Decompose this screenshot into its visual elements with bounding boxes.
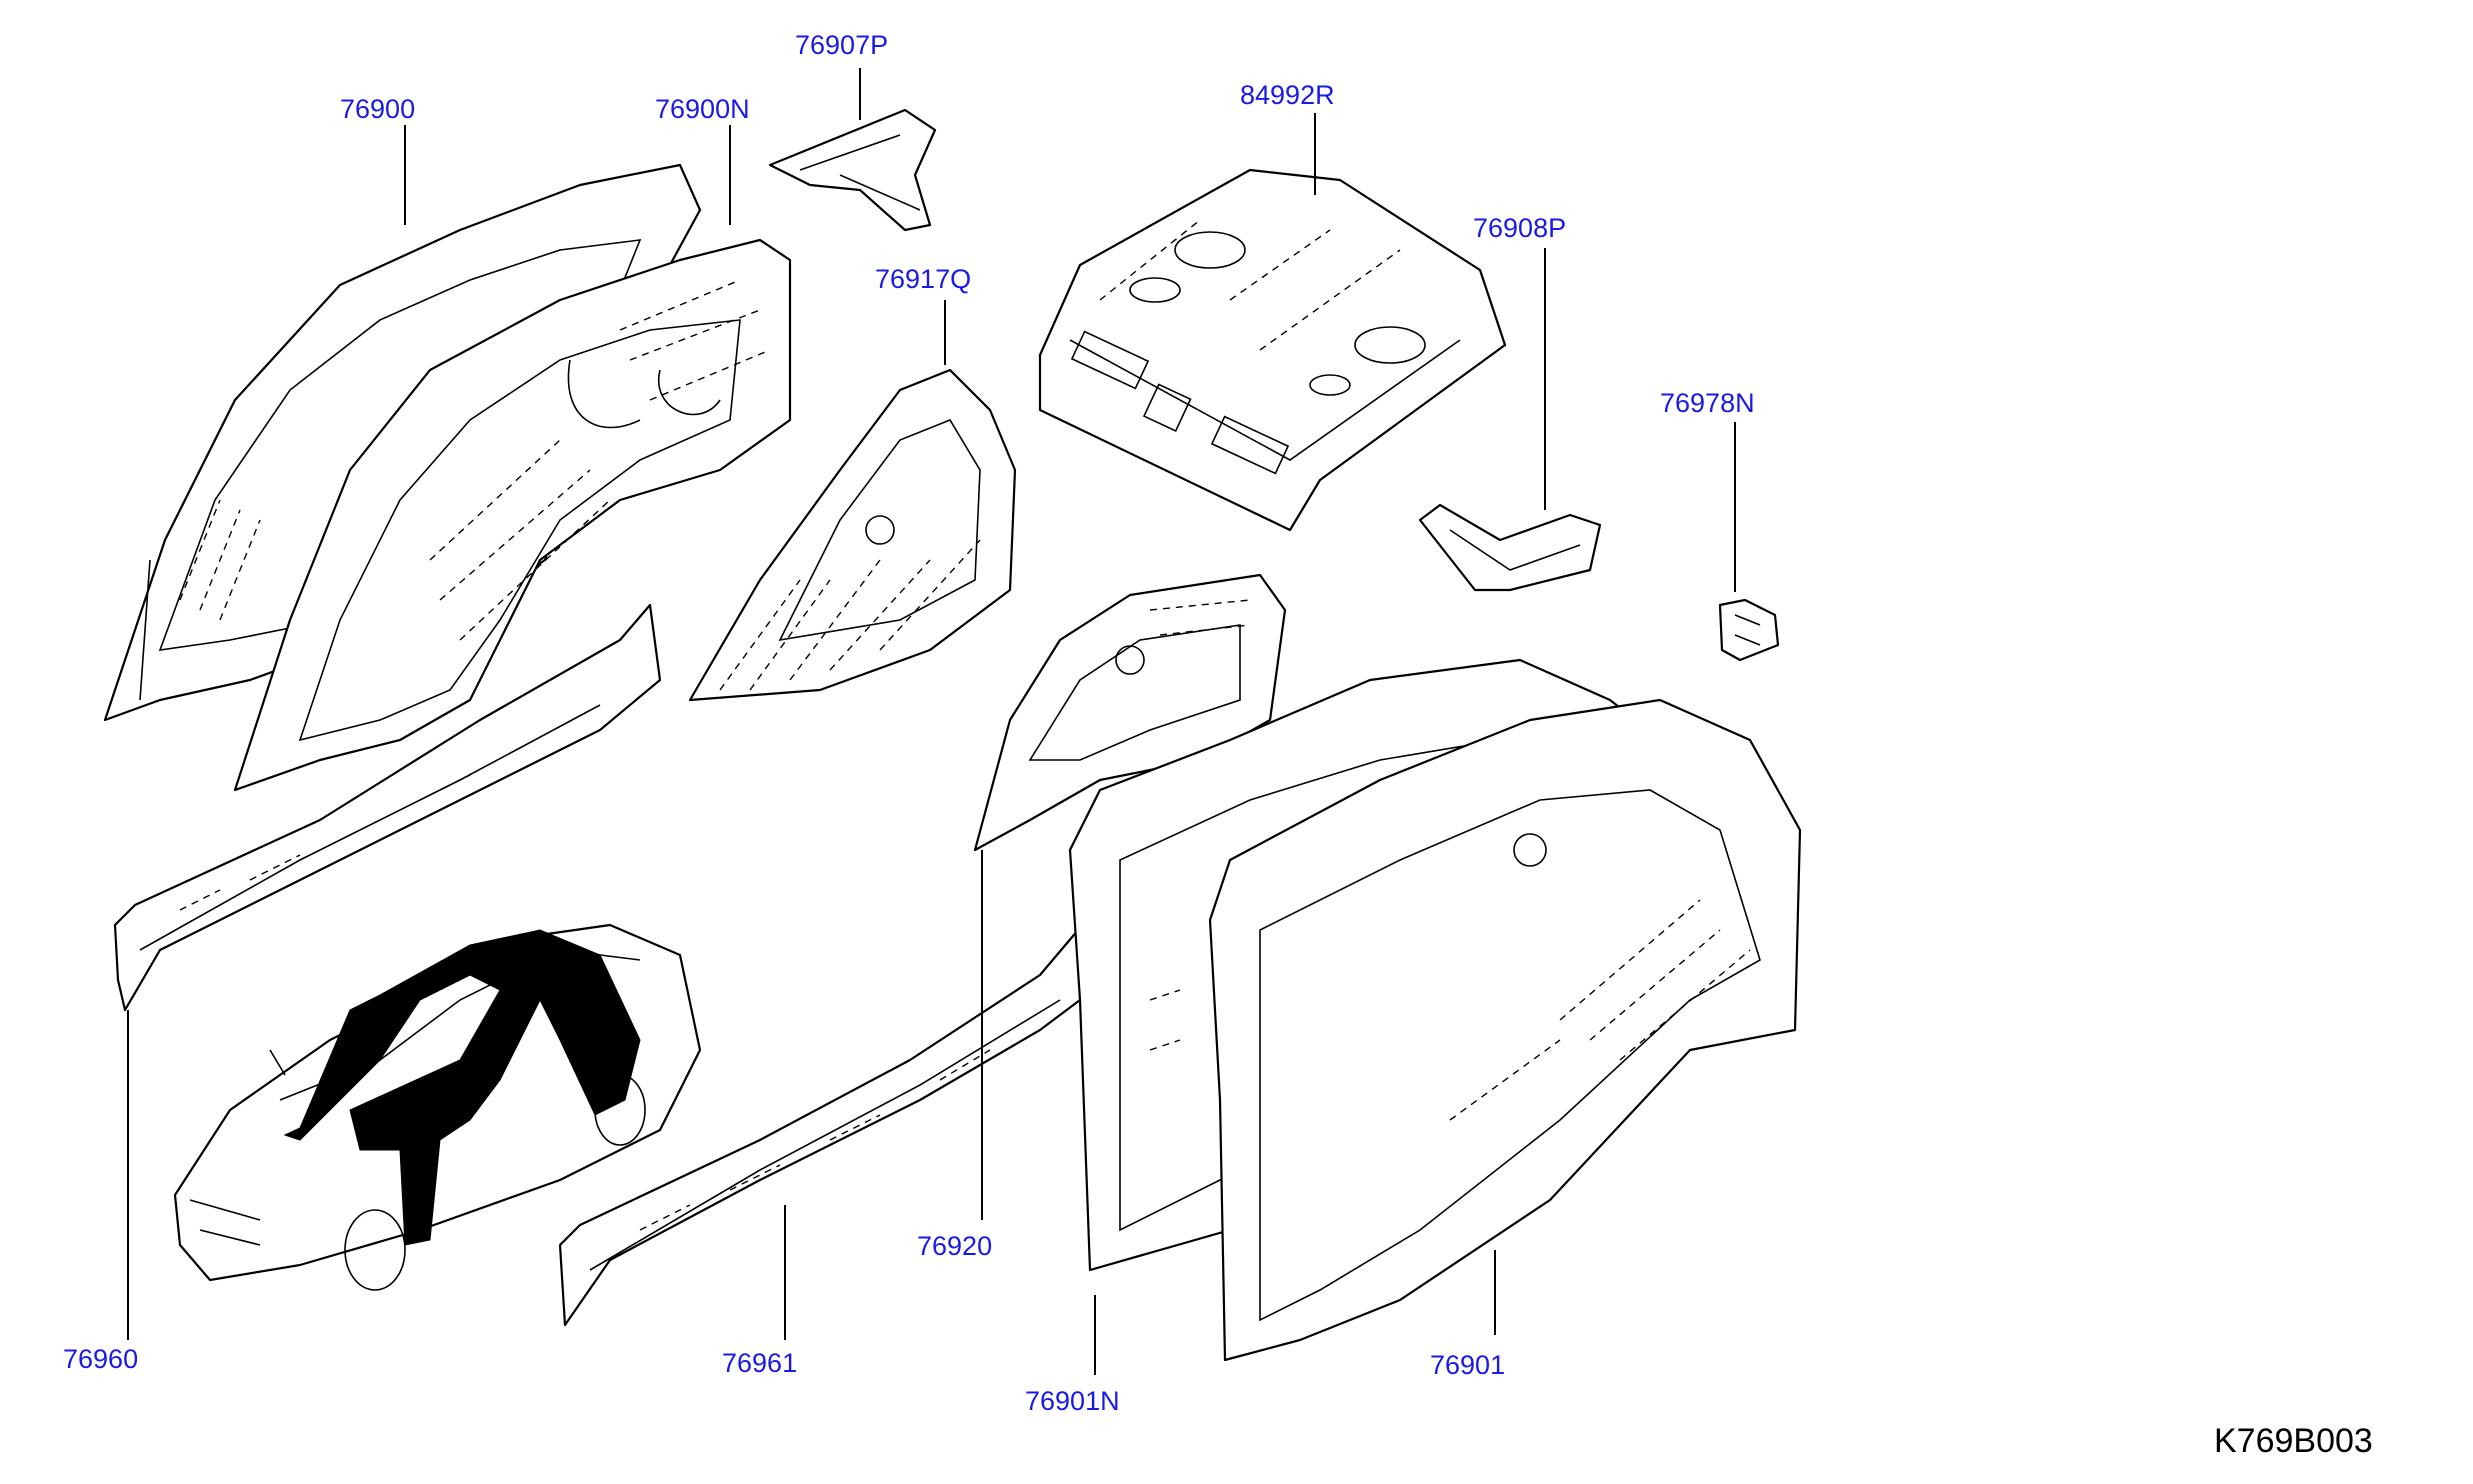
callout-76908P[interactable]: 76908P — [1473, 213, 1567, 243]
part-76960-drawing[interactable] — [113, 603, 662, 1012]
part-84992R-drawing[interactable] — [1038, 168, 1507, 532]
part-76908P-drawing[interactable] — [1418, 503, 1602, 592]
callout-76961[interactable]: 76961 — [722, 1348, 798, 1378]
reference-car-illustration — [173, 923, 702, 1291]
callout-76901[interactable]: 76901 — [1430, 1350, 1506, 1380]
callout-76917Q[interactable]: 76917Q — [875, 264, 972, 294]
callout-76900N[interactable]: 76900N — [655, 94, 750, 124]
callout-76907P[interactable]: 76907P — [795, 30, 889, 60]
callout-84992R[interactable]: 84992R — [1240, 80, 1335, 110]
part-76917Q-drawing[interactable] — [688, 368, 1017, 702]
callout-76900[interactable]: 76900 — [340, 94, 416, 124]
part-76900N-drawing[interactable] — [233, 238, 792, 792]
callout-76901N[interactable]: 76901N — [1025, 1386, 1120, 1416]
diagram-code: K769B003 — [2214, 1422, 2373, 1460]
part-76978N-drawing[interactable] — [1718, 598, 1780, 662]
part-76901-drawing[interactable] — [1208, 698, 1802, 1362]
leader-lines — [127, 68, 1736, 1375]
callout-76978N[interactable]: 76978N — [1660, 388, 1755, 418]
part-76920-drawing[interactable] — [973, 573, 1287, 852]
callout-76960[interactable]: 76960 — [63, 1344, 139, 1374]
callout-76920[interactable]: 76920 — [917, 1231, 993, 1261]
part-76907P-drawing[interactable] — [768, 108, 937, 232]
